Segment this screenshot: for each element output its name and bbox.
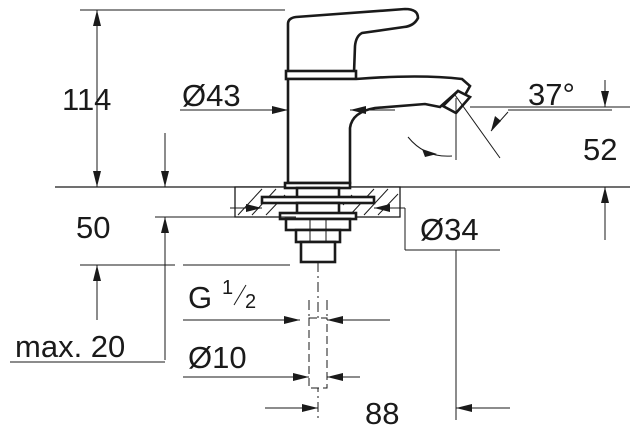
dim-10-lines xyxy=(183,373,360,381)
dim-37-lines xyxy=(407,94,612,160)
dim-max20-label: max. 20 xyxy=(15,329,125,364)
dim-52-label: 52 xyxy=(583,132,617,167)
dim-43-label: Ø43 xyxy=(182,78,241,113)
mounting-hardware xyxy=(260,186,376,264)
dim-34-lines xyxy=(230,204,500,251)
dim-max20-lines xyxy=(10,264,175,363)
dim-88-lines xyxy=(265,250,510,420)
dim-43-lines xyxy=(180,106,395,114)
dim-114-lines xyxy=(80,9,285,187)
dim-37-label: 37° xyxy=(528,77,575,112)
dim-10-label: Ø10 xyxy=(188,340,247,375)
dim-114-label: 114 xyxy=(62,82,111,117)
dim-g12-denominator: 2 xyxy=(245,291,256,313)
dim-g12-lines xyxy=(183,264,390,324)
dim-g12-numerator: 1 xyxy=(222,277,233,299)
dim-50-label: 50 xyxy=(76,210,110,245)
supply-pipe xyxy=(308,262,328,420)
dim-g12-slash xyxy=(233,284,247,306)
dim-50-lines xyxy=(155,133,296,360)
faucet-body xyxy=(283,7,473,190)
dim-g12-letter: G xyxy=(188,280,212,315)
dim-52-lines xyxy=(470,80,630,240)
dim-34-label: Ø34 xyxy=(420,212,479,247)
dim-88-label: 88 xyxy=(365,396,399,431)
